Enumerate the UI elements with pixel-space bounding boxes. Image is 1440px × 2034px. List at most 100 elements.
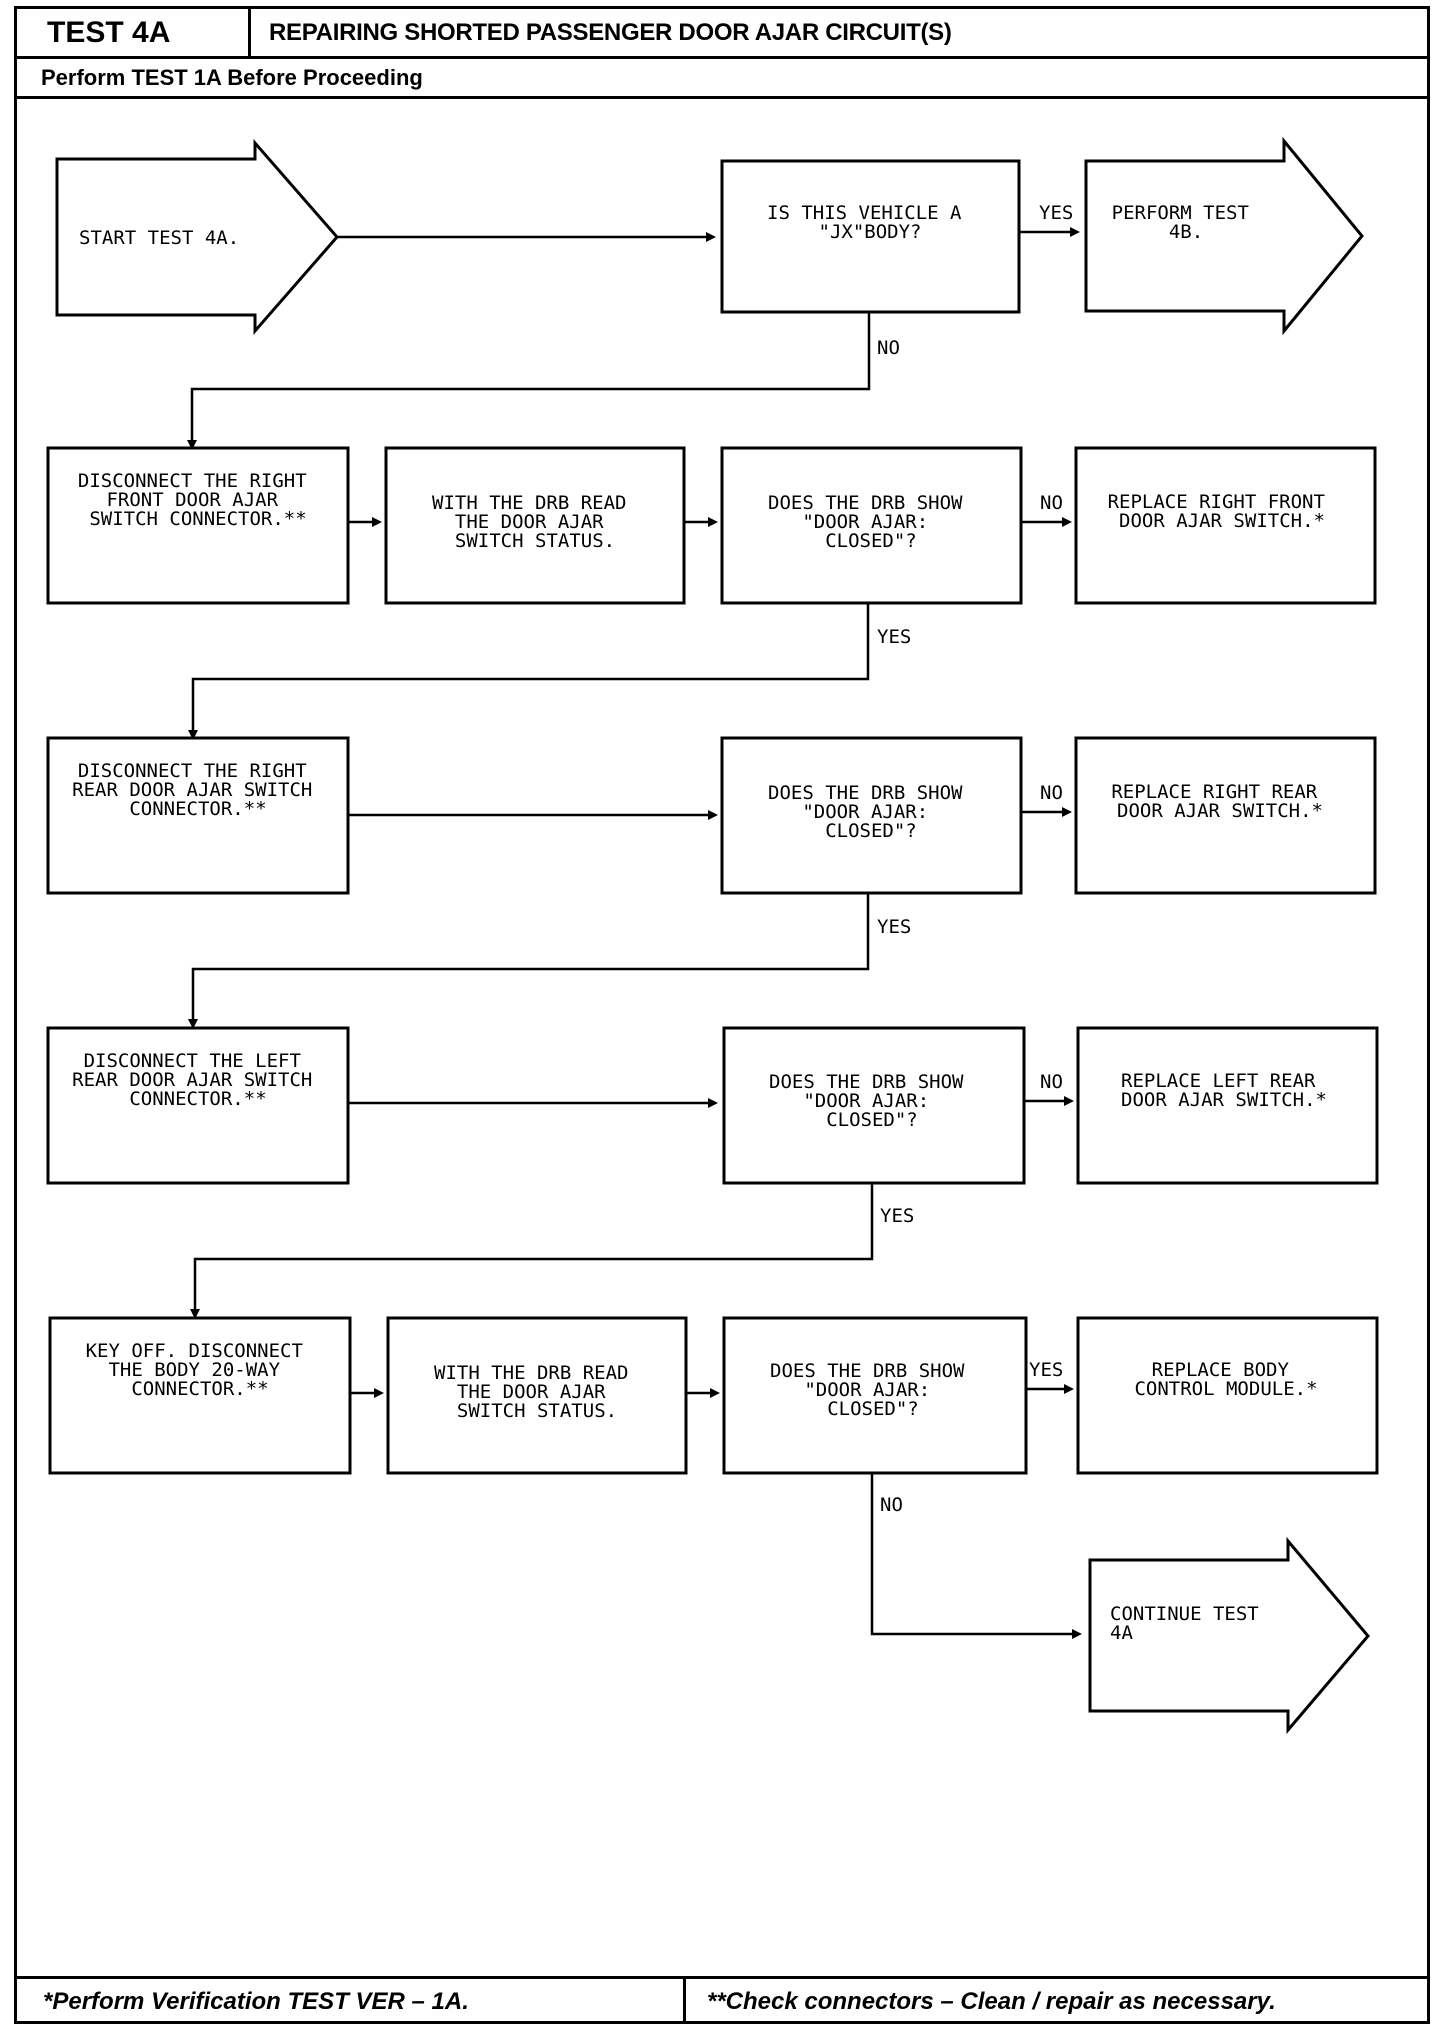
arrowhead [190, 1309, 200, 1319]
continue-4a-text: CONTINUE TEST 4A [1110, 1603, 1270, 1644]
replace-lr-line-2: DOOR AJAR SWITCH.* [1121, 1089, 1327, 1111]
disconnect-rf-line-3: SWITCH CONNECTOR.** [89, 508, 306, 530]
disconnect-rf-line-1: DISCONNECT THE RIGHT [78, 470, 307, 492]
replace-bcm-line-2: CONTROL MODULE.* [1134, 1378, 1317, 1400]
decision-closed-2 [720, 736, 1023, 895]
disconnect-rr-line-2: REAR DOOR AJAR SWITCH [72, 779, 312, 801]
arrowhead [706, 232, 716, 242]
disconnect-rr-text: DISCONNECT THE RIGHT REAR DOOR AJAR SWIT… [72, 760, 324, 820]
decision-closed-1 [720, 446, 1023, 605]
replace-lr-line-1: REPLACE LEFT REAR [1121, 1070, 1316, 1092]
perform-4b-text: PERFORM TEST 4B. [1112, 202, 1261, 243]
perform-4b-arrow [1084, 136, 1364, 336]
decision-closed-1-line-3: CLOSED"? [825, 530, 917, 552]
decision-closed-4-line-3: CLOSED"? [827, 1398, 919, 1420]
decision-closed-1-line-2: "DOOR AJAR: [802, 511, 928, 533]
decision-jx-body [720, 159, 1021, 314]
read-status-2-line-2: THE DOOR AJAR [457, 1381, 606, 1403]
replace-rr-line-2: DOOR AJAR SWITCH.* [1117, 800, 1323, 822]
result-replace-rr [1074, 736, 1377, 895]
header-row: TEST 4A REPAIRING SHORTED PASSENGER DOOR… [17, 9, 1427, 59]
replace-rf-line-2: DOOR AJAR SWITCH.* [1119, 510, 1325, 532]
step-read-status-2 [386, 1316, 688, 1475]
disconnect-rf-line-2: FRONT DOOR AJAR [106, 489, 278, 511]
test-id: TEST 4A [17, 9, 251, 56]
read-status-2-line-3: SWITCH STATUS. [457, 1400, 617, 1422]
read-status-1-line-2: THE DOOR AJAR [455, 511, 604, 533]
decision-closed-3-line-1: DOES THE DRB SHOW [769, 1071, 964, 1093]
prerequisite-note: Perform TEST 1A Before Proceeding [41, 65, 423, 90]
continue-4a-line-2: 4A [1110, 1622, 1133, 1644]
perform-4b-line-2: 4B. [1169, 221, 1203, 243]
arrowhead [188, 1019, 198, 1029]
perform-4b-line-1: PERFORM TEST [1112, 202, 1249, 224]
edge-q1-yes [191, 603, 870, 733]
replace-bcm-line-1: REPLACE BODY [1152, 1359, 1290, 1381]
label-q4-yes: YES [1029, 1359, 1063, 1381]
replace-bcm-text: REPLACE BODY CONTROL MODULE.* [1134, 1359, 1317, 1400]
result-replace-rf [1074, 446, 1377, 605]
decision-closed-4 [722, 1316, 1028, 1475]
step-disconnect-rr [46, 736, 350, 895]
arrowhead [710, 1388, 720, 1398]
step-key-off [48, 1316, 352, 1475]
shapes [46, 136, 1379, 1735]
node-text: START TEST 4A. IS THIS VEHICLE A "JX"BOD… [72, 202, 1337, 1644]
replace-rf-text: REPLACE RIGHT FRONT DOOR AJAR SWITCH.* [1108, 491, 1337, 532]
footer-divider [683, 1979, 686, 2024]
prerequisite-row: Perform TEST 1A Before Proceeding [17, 59, 1427, 99]
start-arrow [55, 138, 339, 336]
disconnect-rr-line-1: DISCONNECT THE RIGHT [78, 760, 307, 782]
decision-closed-2-text: DOES THE DRB SHOW "DOOR AJAR: CLOSED"? [768, 782, 974, 842]
decision-jx-text: IS THIS VEHICLE A "JX"BODY? [767, 202, 973, 243]
arrowhead [1072, 1629, 1082, 1639]
disconnect-lr-line-1: DISCONNECT THE LEFT [84, 1050, 301, 1072]
label-q2-no: NO [1040, 782, 1063, 804]
label-q4-no: NO [880, 1494, 903, 1516]
arrowhead [708, 810, 718, 820]
label-q2-yes: YES [877, 916, 911, 938]
decision-jx-line-1: IS THIS VEHICLE A [767, 202, 962, 224]
replace-lr-text: REPLACE LEFT REAR DOOR AJAR SWITCH.* [1121, 1070, 1327, 1111]
read-status-1-line-1: WITH THE DRB READ [432, 492, 626, 514]
decision-closed-3-line-3: CLOSED"? [826, 1109, 918, 1131]
result-replace-bcm [1076, 1316, 1379, 1475]
branch-labels: YES NO NO YES NO YES NO YES YES NO [877, 202, 1073, 1516]
arrowhead [708, 1098, 718, 1108]
start-text: START TEST 4A. [79, 227, 239, 249]
continue-4a-line-1: CONTINUE TEST [1110, 1603, 1259, 1625]
flowchart-page: TEST 4A REPAIRING SHORTED PASSENGER DOOR… [14, 6, 1430, 2024]
read-status-2-line-1: WITH THE DRB READ [434, 1362, 628, 1384]
arrowhead [188, 730, 198, 740]
footnote-verification: *Perform Verification TEST VER – 1A. [43, 1988, 469, 2015]
decision-closed-2-line-2: "DOOR AJAR: [802, 801, 928, 823]
decision-closed-2-line-1: DOES THE DRB SHOW [768, 782, 963, 804]
replace-rf-line-1: REPLACE RIGHT FRONT [1108, 491, 1325, 513]
step-read-status-1 [384, 446, 686, 605]
key-off-text: KEY OFF. DISCONNECT THE BODY 20-WAY CONN… [86, 1340, 315, 1400]
label-q1-yes: YES [877, 626, 911, 648]
replace-rr-text: REPLACE RIGHT REAR DOOR AJAR SWITCH.* [1111, 781, 1328, 822]
disconnect-rf-text: DISCONNECT THE RIGHT FRONT DOOR AJAR SWI… [78, 470, 318, 530]
step-disconnect-lr [46, 1026, 350, 1185]
arrowhead [372, 517, 382, 527]
key-off-line-1: KEY OFF. DISCONNECT [86, 1340, 303, 1362]
label-jx-no: NO [877, 337, 900, 359]
edge-q4-no [870, 1473, 1074, 1636]
disconnect-lr-line-3: CONNECTOR.** [129, 1088, 266, 1110]
continue-4a-arrow [1088, 1536, 1370, 1735]
footnote-connectors: **Check connectors – Clean / repair as n… [707, 1988, 1276, 2015]
decision-closed-4-text: DOES THE DRB SHOW "DOOR AJAR: CLOSED"? [770, 1360, 976, 1420]
result-replace-lr [1076, 1026, 1379, 1185]
decision-closed-1-line-1: DOES THE DRB SHOW [768, 492, 963, 514]
edge-q2-yes [191, 893, 870, 1022]
arrowhead [1070, 227, 1080, 237]
arrowhead [374, 1388, 384, 1398]
disconnect-rr-line-3: CONNECTOR.** [129, 798, 266, 820]
key-off-line-3: CONNECTOR.** [131, 1378, 268, 1400]
step-disconnect-rf [46, 446, 350, 605]
label-q3-no: NO [1040, 1071, 1063, 1093]
arrowhead [1062, 807, 1072, 817]
decision-closed-2-line-3: CLOSED"? [825, 820, 917, 842]
label-q3-yes: YES [880, 1205, 914, 1227]
